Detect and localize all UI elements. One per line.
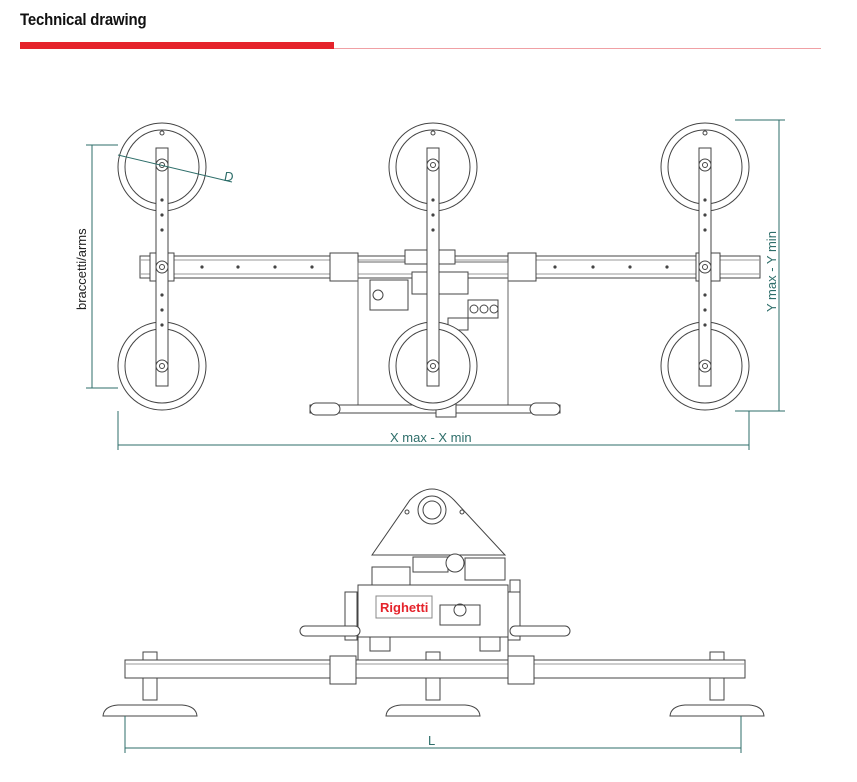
label-y: Y max - Y min: [764, 231, 779, 312]
label-d: D: [224, 169, 233, 184]
handle-left: [299, 625, 361, 637]
brand-logo: Righetti: [380, 600, 428, 615]
dim-d-line: [117, 154, 233, 183]
handle-right: [509, 625, 571, 637]
title-underline-accent: [20, 42, 334, 49]
side-cup-left: [102, 651, 198, 717]
label-x: X max - X min: [390, 430, 472, 445]
top-view: [117, 122, 761, 418]
side-cup-center: [385, 651, 481, 717]
side-view: [102, 488, 765, 717]
side-cup-right: [669, 651, 765, 717]
label-l: L: [428, 733, 435, 748]
logo-box: [375, 595, 433, 619]
side-view-dimensions: [124, 716, 742, 753]
title-underline-rule: [334, 48, 821, 49]
side-beam: [124, 659, 746, 679]
label-arms: braccetti/arms: [74, 228, 89, 310]
top-view-dimensions: [86, 119, 785, 450]
page-title: Technical drawing: [20, 10, 147, 29]
arm-center: [426, 147, 440, 387]
